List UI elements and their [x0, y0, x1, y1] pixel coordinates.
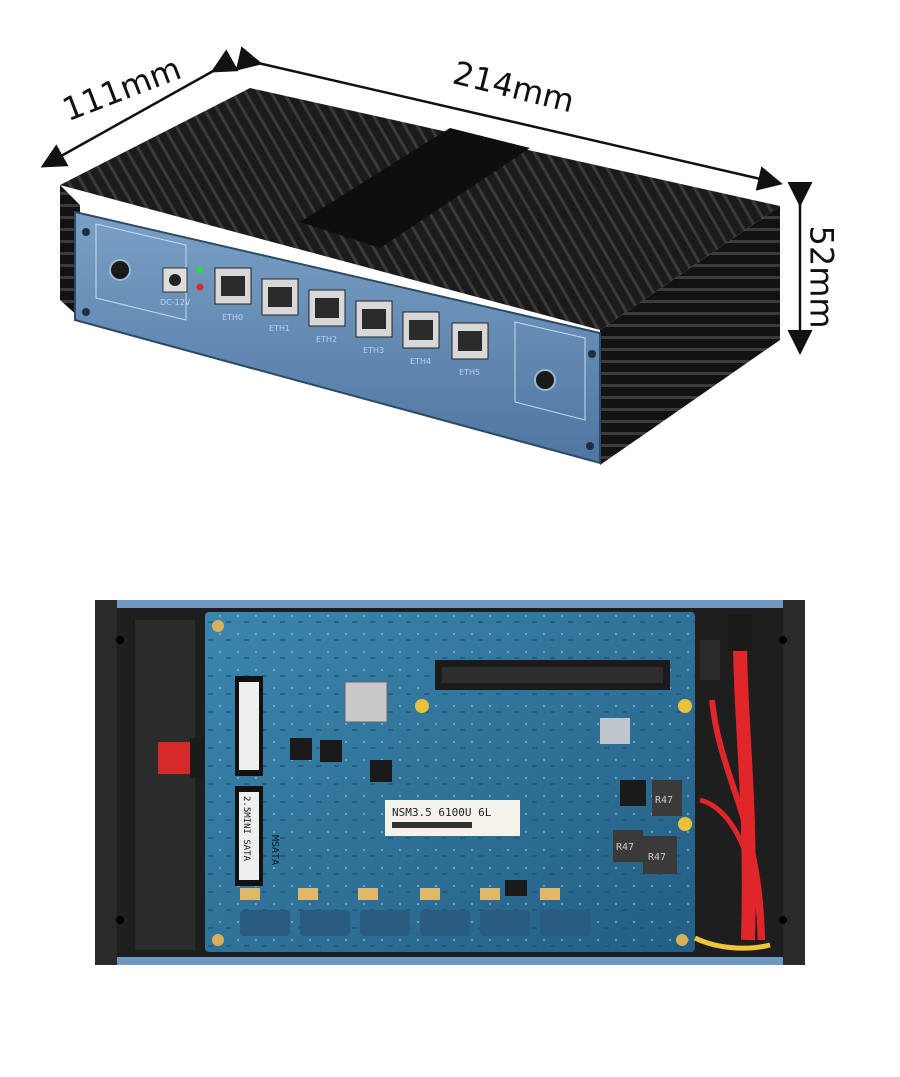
ethernet-port[interactable]: ETH5 — [451, 322, 489, 377]
inductor-label: R47 — [648, 852, 666, 863]
router-top-view: DC-12V ETH0 ETH1 ETH2 ETH3 ETH4 — [60, 88, 780, 465]
port-label: ETH2 — [316, 335, 337, 344]
mini-sata-label: 2.5MINI SATA — [241, 796, 251, 862]
ethernet-port[interactable]: ETH2 — [308, 289, 346, 344]
status-led-green — [196, 266, 204, 274]
chip-sticker — [385, 800, 520, 836]
front-panel — [74, 210, 601, 465]
inductor — [613, 830, 643, 862]
lan-magnetics-row — [240, 888, 590, 936]
power-button[interactable] — [109, 259, 131, 281]
port-label: ETH4 — [410, 357, 431, 366]
status-led-red — [196, 283, 204, 291]
dimension-arrows — [40, 46, 813, 355]
inductor-label: R47 — [616, 842, 634, 853]
ethernet-port[interactable]: ETH4 — [402, 311, 440, 366]
port-label: ETH3 — [363, 346, 384, 355]
ethernet-port[interactable]: ETH3 — [355, 300, 393, 355]
sim-slot — [344, 681, 388, 723]
dc-jack-label: DC-12V — [160, 298, 191, 307]
sata-cables — [693, 615, 771, 951]
ethernet-port[interactable]: ETH1 — [261, 278, 299, 333]
port-label: ETH5 — [459, 368, 480, 377]
msata-label: MSATA — [269, 835, 280, 865]
port-label: ETH0 — [222, 313, 243, 322]
heatsink-side — [600, 206, 780, 465]
port-label: ETH1 — [269, 324, 290, 333]
sata-connector — [728, 615, 752, 651]
inductor — [652, 780, 682, 816]
reset-button[interactable] — [534, 369, 556, 391]
ethernet-port[interactable]: ETH0 — [214, 267, 252, 322]
router-internal-view: MSATA 2.5MINI SATA NSM3.5 6100U 6L R47 R… — [95, 600, 805, 965]
red-connector — [158, 742, 194, 774]
inductor-label: R47 — [655, 795, 673, 806]
chip-label: NSM3.5 6100U 6L — [392, 806, 492, 819]
inductor — [643, 836, 677, 874]
